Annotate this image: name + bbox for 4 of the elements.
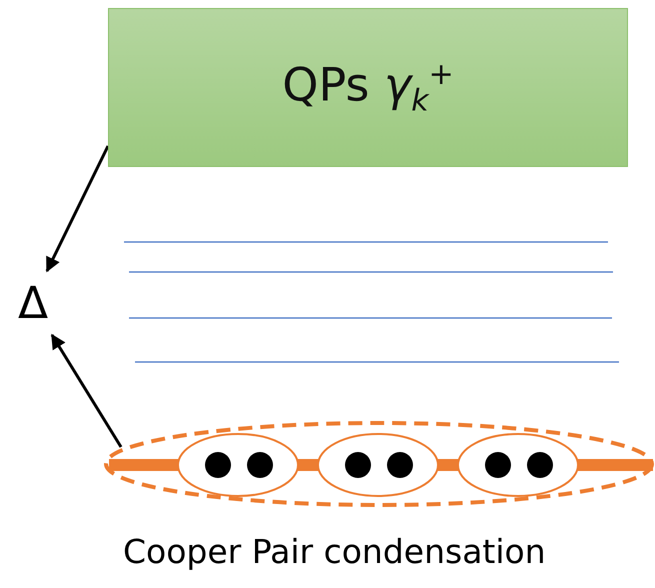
gap-symbol: Δ <box>10 272 56 334</box>
arrow <box>46 145 110 272</box>
arrow <box>50 334 122 448</box>
caption-text: Cooper Pair condensation <box>123 532 546 571</box>
